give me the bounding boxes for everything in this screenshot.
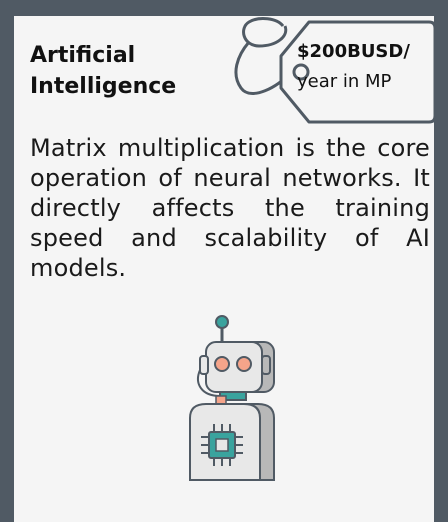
robot-icon (189, 315, 275, 481)
card-title: Artificial Intelligence (30, 43, 177, 99)
card-panel: Artificial Intelligence $200BUSD/ year i… (14, 16, 437, 522)
period-label: year in MP (297, 71, 392, 92)
price-label: $200BUSD/ (297, 41, 410, 62)
price-tag-icon (234, 17, 437, 124)
card-description: Matrix multiplication is the core operat… (30, 134, 430, 282)
